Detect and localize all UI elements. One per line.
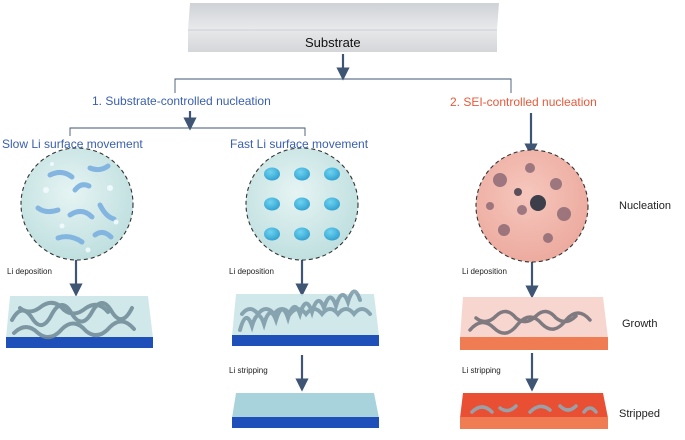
stripped-block-sei [460, 393, 608, 429]
stage-nucleation: Nucleation [619, 200, 671, 212]
stripping-label-fast: Li stripping [229, 366, 268, 375]
branch2-title: 2. SEI-controlled nucleation [450, 95, 597, 109]
deposition-label-sei: Li deposition [462, 267, 507, 276]
substrate-slab [188, 3, 499, 52]
nucleus-dot [294, 167, 310, 181]
deposit-block-fast [232, 289, 379, 346]
deposit-block-sei [460, 297, 608, 350]
nucleation-circle-fast [245, 147, 359, 261]
substrate-label: Substrate [305, 35, 361, 50]
deposition-label-slow: Li deposition [7, 267, 52, 276]
nucleus-dot [264, 197, 280, 211]
nucleus-dot [324, 167, 340, 181]
nucleus-dot [324, 197, 340, 211]
stage-growth: Growth [622, 318, 658, 330]
nucleus-dot [264, 167, 280, 181]
stage-stripped: Stripped [619, 408, 660, 420]
nucleus-dot [294, 227, 310, 241]
branch1-title: 1. Substrate-controlled nucleation [92, 94, 271, 108]
stripped-block-fast [232, 393, 379, 428]
deposition-label-fast: Li deposition [229, 267, 274, 276]
deposit-block-slow [6, 296, 153, 348]
nucleus-dot [294, 197, 310, 211]
nucleus-dot [264, 227, 280, 241]
fast-movement-title: Fast Li surface movement [230, 137, 369, 151]
nucleation-circle-slow [20, 147, 134, 261]
nucleation-dot-grid [264, 167, 340, 241]
nucleation-circle-sei [475, 149, 589, 263]
slow-movement-title: Slow Li surface movement [2, 137, 143, 151]
nucleus-dot [324, 227, 340, 241]
stripping-label-sei: Li stripping [462, 366, 501, 375]
connector-lines [69, 54, 539, 392]
